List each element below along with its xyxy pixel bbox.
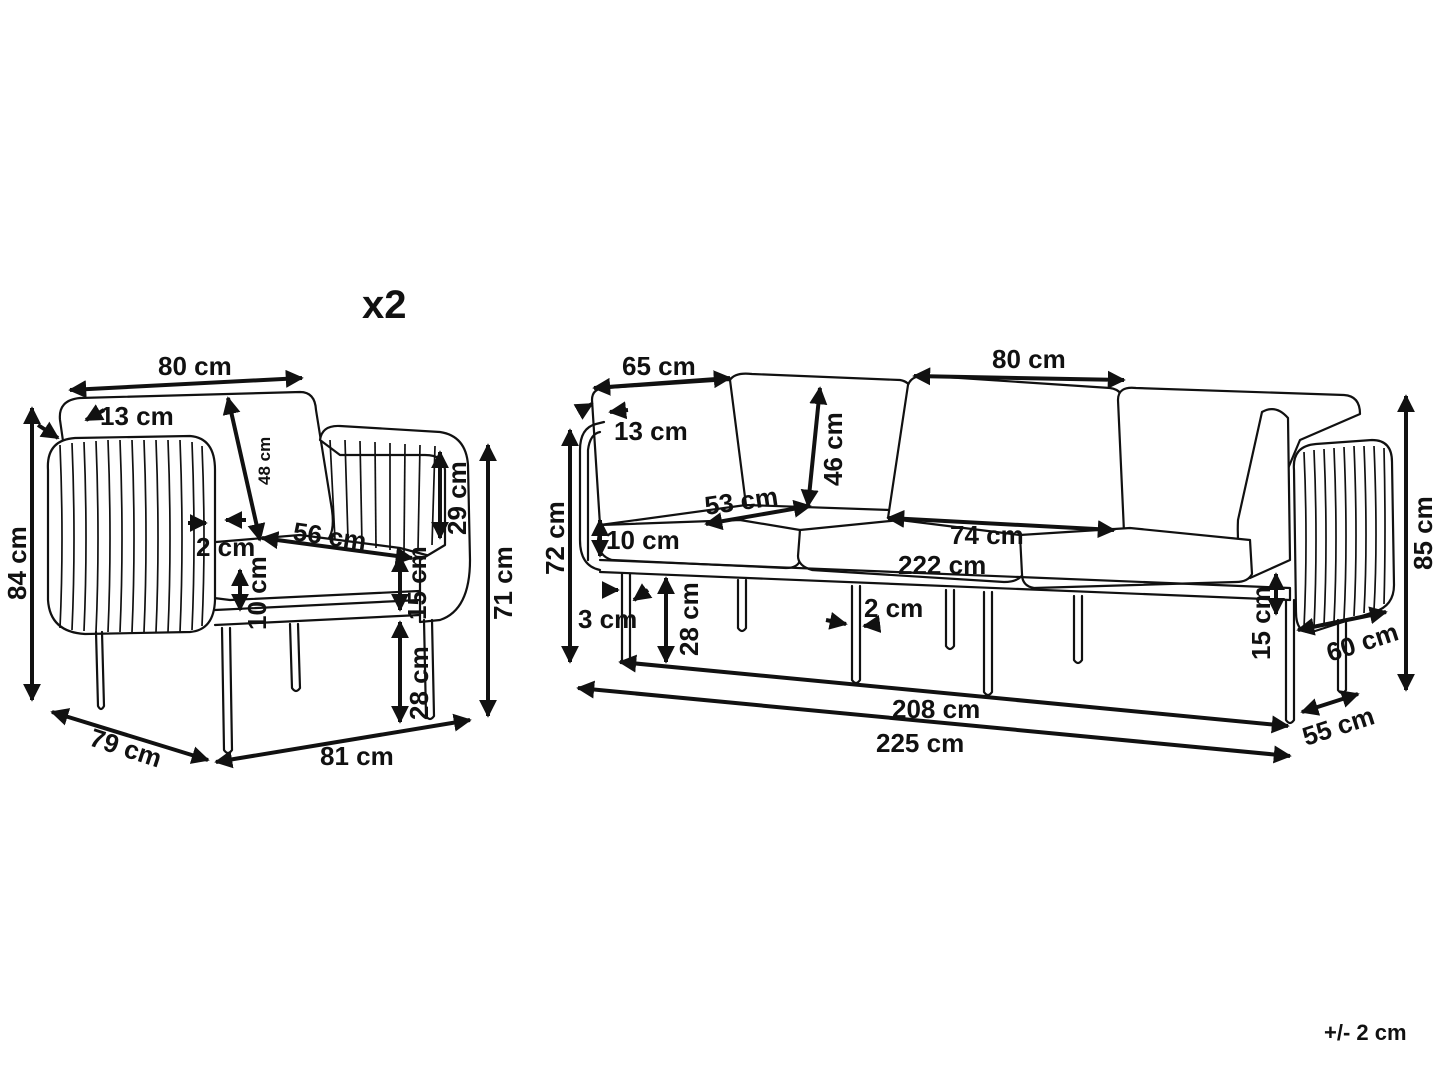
sofa-seat-cushion-thickness-label: 10 cm — [606, 525, 680, 555]
sofa-seat-cushion-width-label: 74 cm — [950, 520, 1024, 550]
sofa-seat-width-label: 222 cm — [898, 550, 986, 580]
sofa-side-cushion-right — [1236, 407, 1292, 580]
sofa-leg-3 — [850, 584, 862, 685]
sofa-back-cushion-thickness-label: 13 cm — [614, 416, 688, 446]
sofa-leg-4 — [944, 588, 956, 651]
armchair-arm-frame-width-label: 2 cm — [196, 532, 255, 562]
sofa-side-back-cushion-width-label: 65 cm — [622, 351, 696, 381]
sofa-total-width-label: 225 cm — [876, 728, 964, 758]
armchair-back-cushion-thickness-label: 13 cm — [100, 401, 174, 431]
sofa-back-cushion-center — [886, 374, 1126, 532]
sofa-height-label: 72 cm — [540, 501, 570, 575]
armchair-leg-front-left — [94, 630, 106, 711]
sofa-frame-offset-label: 3 cm — [578, 604, 637, 634]
sofa-labels: 65 cm 13 cm 46 cm 80 cm 53 cm 10 cm 74 c… — [540, 344, 1438, 758]
sofa-leg-5 — [982, 590, 994, 697]
armchair-leg-back-left — [288, 622, 302, 693]
armchair-armrest-height-label: 29 cm — [442, 461, 472, 535]
armchair-total-height-label: 84 cm — [2, 526, 32, 600]
sofa-seat-cushion-right — [1018, 526, 1254, 590]
armchair-left-arm — [46, 434, 217, 636]
armchair-seat-cushion-thickness-label: 10 cm — [242, 556, 272, 630]
sofa-center-back-cushion-width-label: 80 cm — [992, 344, 1066, 374]
sofa-total-height-label: 85 cm — [1408, 496, 1438, 570]
sofa-back-cushion-height-label: 46 cm — [818, 412, 848, 486]
sofa-leg-width-label: 2 cm — [864, 593, 923, 623]
sofa-back-cushion-right — [1116, 386, 1362, 542]
armchair-leg-height-label: 28 cm — [404, 646, 434, 720]
sofa-leg-height-label: 28 cm — [674, 582, 704, 656]
armchair-width-label: 81 cm — [320, 741, 394, 771]
armchair-leg-front-right — [220, 626, 234, 755]
sofa-leg-7 — [1284, 598, 1296, 725]
armchair-seat-frame-height-label: 15 cm — [402, 546, 432, 620]
sofa-leg-6 — [1072, 594, 1084, 665]
sofa-seat-frame — [598, 558, 1292, 602]
sofa-leg-span-label: 208 cm — [892, 694, 980, 724]
sofa-leg-2 — [736, 578, 748, 633]
sofa-dimension-lines — [561, 367, 1415, 764]
armchair-backrest-width-label: 80 cm — [158, 351, 232, 381]
quantity-label: x2 — [362, 283, 407, 327]
armchair-arm-height-label: 71 cm — [488, 546, 518, 620]
armchair-seat-frame — [213, 598, 422, 627]
armchair-back-cushion-height-label: 48 cm — [255, 437, 274, 485]
sofa-frame-height-label: 15 cm — [1246, 586, 1276, 660]
armchair-left-arm-rope — [59, 439, 205, 633]
armchair-depth-label: 79 cm — [86, 722, 165, 773]
sofa-left-arm-frame — [578, 420, 606, 572]
armchair-dimension-lines — [23, 369, 497, 769]
tolerance-note: +/- 2 cm — [1324, 1020, 1407, 1045]
